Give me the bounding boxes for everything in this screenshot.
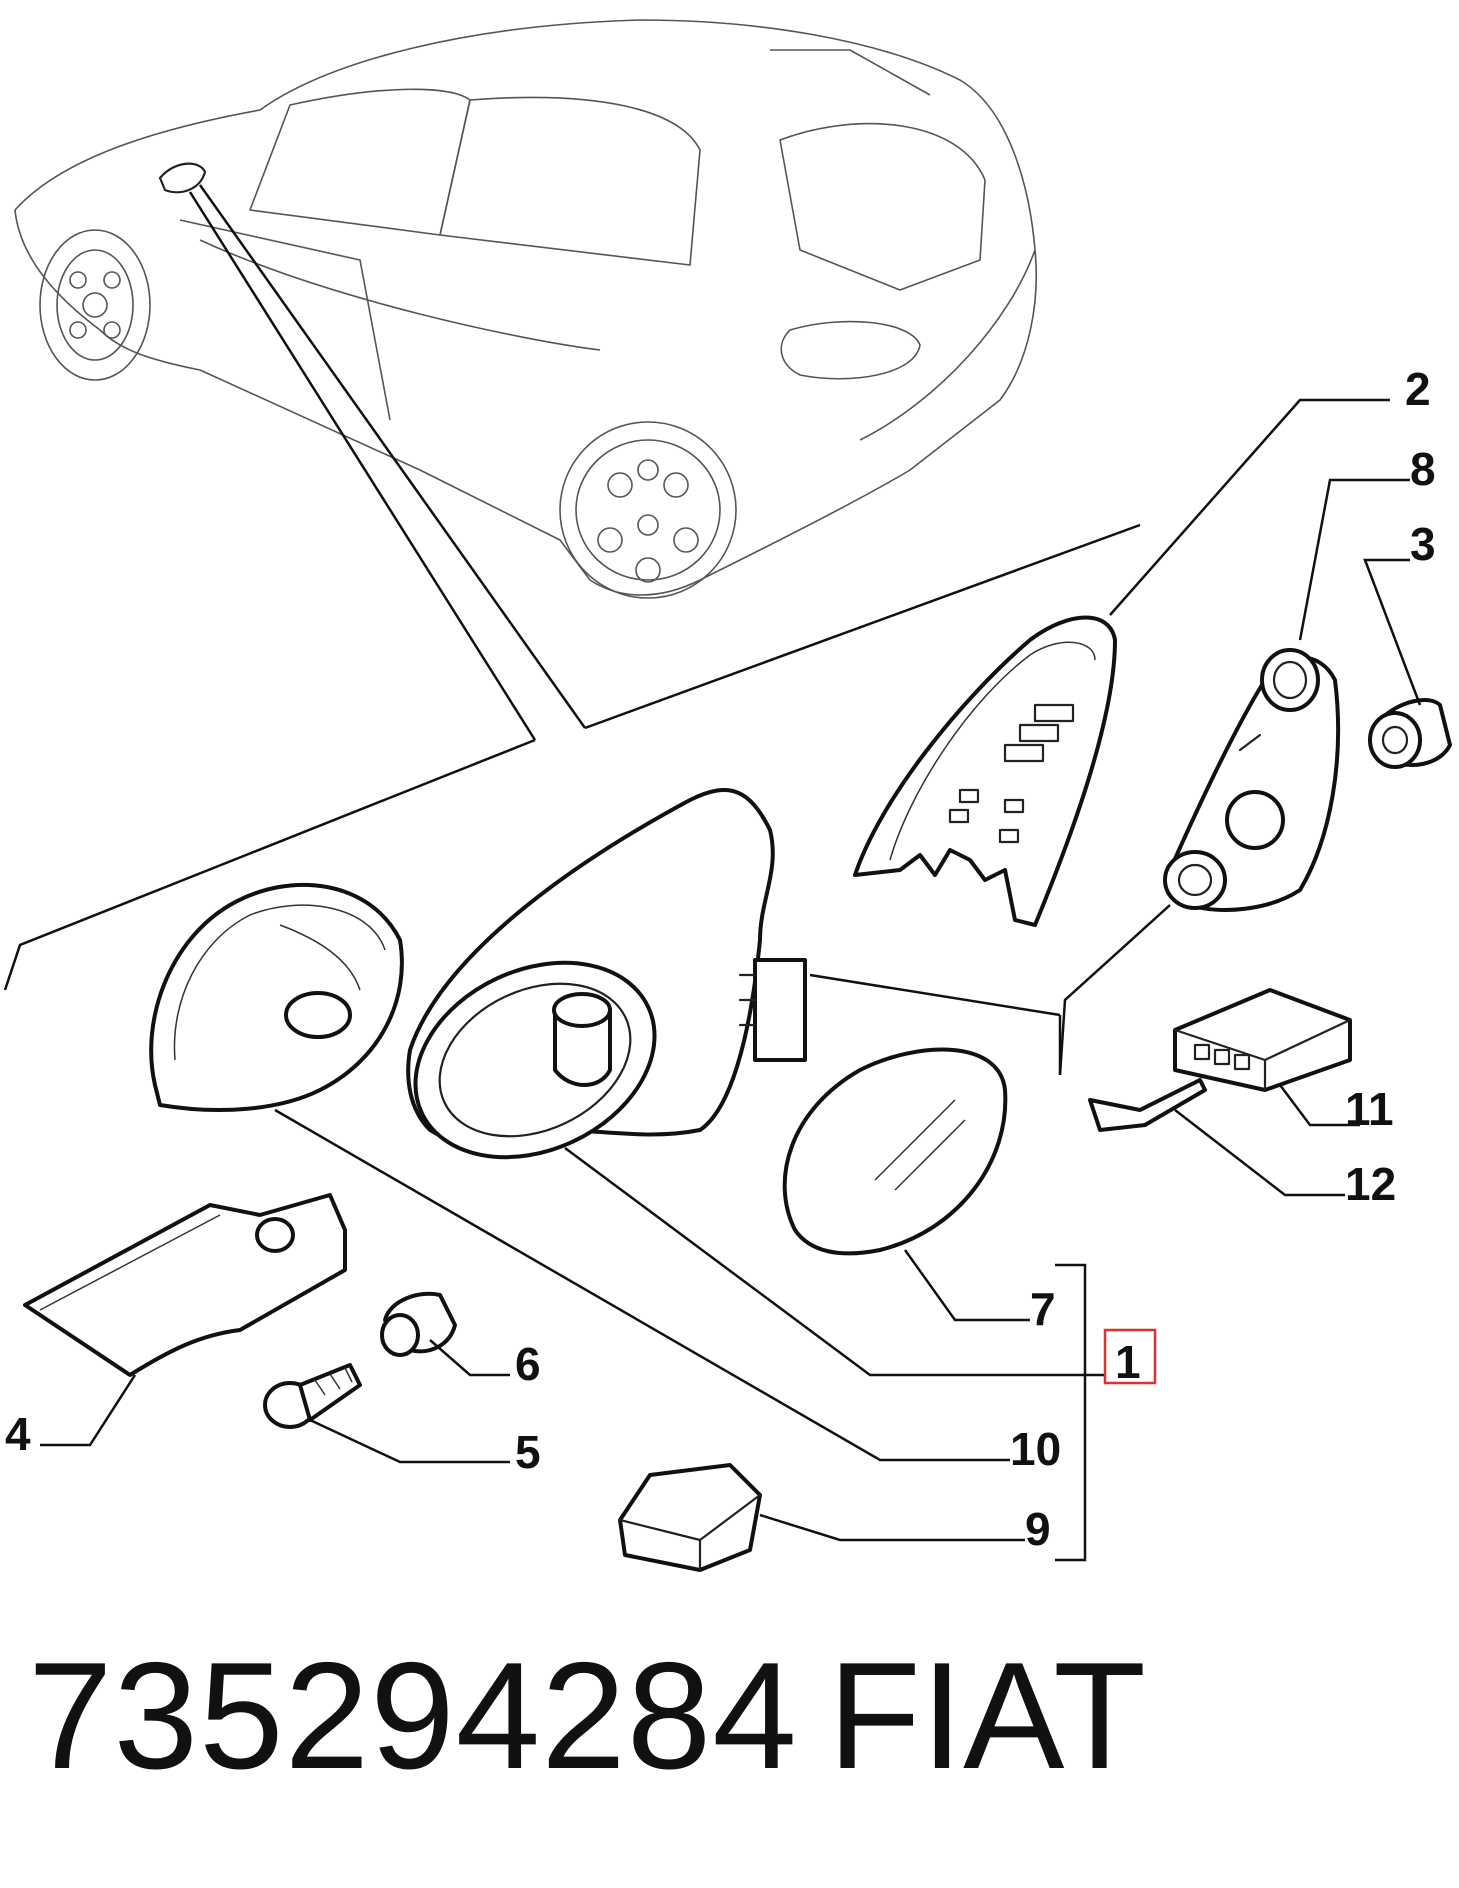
part-8-motor-unit bbox=[1163, 648, 1341, 912]
part-2-cover-plate bbox=[853, 615, 1117, 927]
callout-5: 5 bbox=[515, 1426, 541, 1478]
callout-3: 3 bbox=[1410, 518, 1436, 570]
part-number: 735294284 bbox=[28, 1631, 798, 1801]
part-11-connector bbox=[1173, 988, 1352, 1092]
part-12-terminal bbox=[1088, 1078, 1207, 1132]
callout-1: 1 bbox=[1115, 1336, 1141, 1388]
callout-4: 4 bbox=[5, 1408, 31, 1460]
callout-6: 6 bbox=[515, 1338, 541, 1390]
part-5-screw bbox=[263, 1363, 362, 1429]
part-3-nut bbox=[1368, 698, 1452, 769]
zoom-lines bbox=[3, 184, 1171, 1076]
brand-name: FIAT bbox=[828, 1631, 1147, 1801]
callout-10: 10 bbox=[1010, 1423, 1061, 1475]
part-1-mirror-base bbox=[406, 788, 807, 1160]
leader-lines bbox=[40, 398, 1422, 1562]
callout-9: 9 bbox=[1025, 1503, 1051, 1555]
callout-12: 12 bbox=[1345, 1158, 1396, 1210]
callout-2: 2 bbox=[1405, 363, 1431, 415]
callout-labels: 2 8 3 11 12 7 1 6 4 5 10 9 bbox=[5, 363, 1436, 1555]
part-6-grommet bbox=[380, 1291, 457, 1357]
callout-7: 7 bbox=[1030, 1283, 1056, 1335]
part-4-plate bbox=[23, 1193, 347, 1377]
callout-1-highlight bbox=[1103, 1328, 1157, 1385]
callout-11: 11 bbox=[1345, 1083, 1394, 1135]
part-10-housing-shell bbox=[149, 882, 404, 1112]
car-illustration bbox=[14, 19, 1038, 599]
part-9-connector bbox=[618, 1463, 762, 1572]
part-7-mirror-glass bbox=[782, 1047, 1008, 1256]
callout-8: 8 bbox=[1410, 443, 1436, 495]
